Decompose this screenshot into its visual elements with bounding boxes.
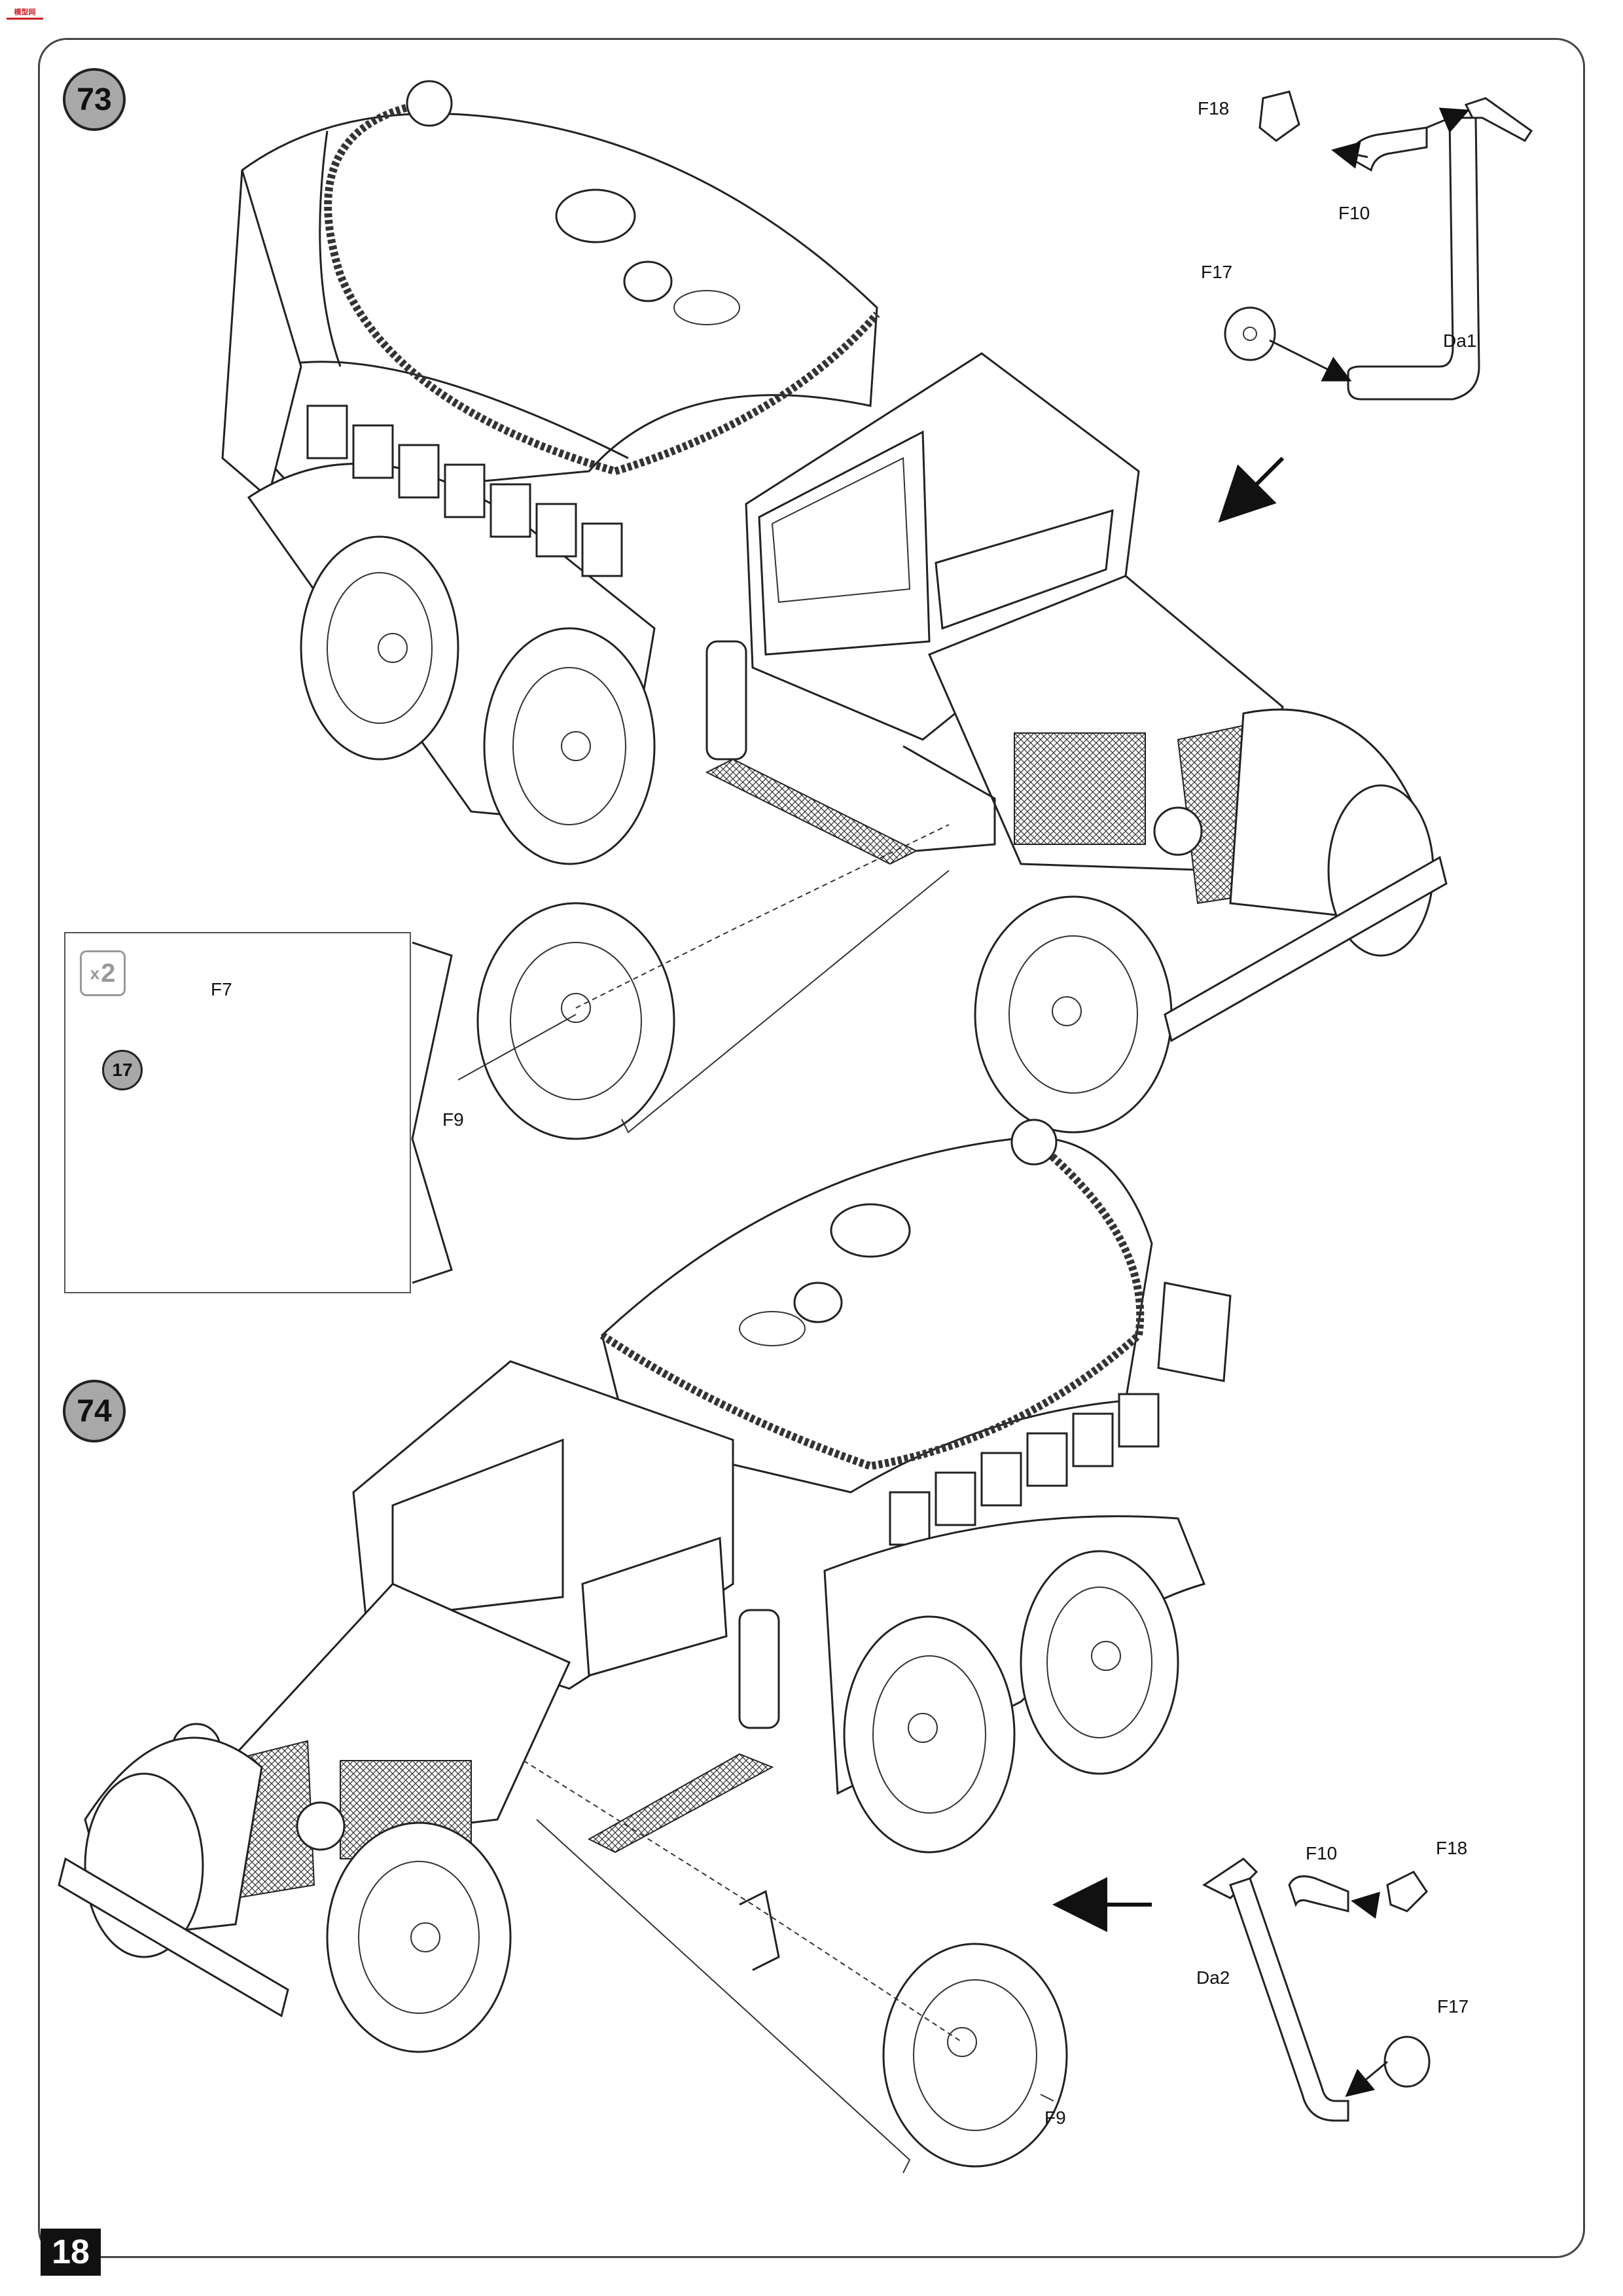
part-label-f18: F18 [1198, 98, 1230, 118]
part-label-f10: F10 [1306, 1843, 1338, 1863]
jerrycan-rack [306, 404, 623, 577]
arrow-icon [1218, 456, 1285, 523]
part-label-f18: F18 [1436, 1838, 1468, 1858]
truck-74 [58, 1119, 1232, 2174]
part-label-f10: F10 [1338, 203, 1370, 223]
part-label-f9: F9 [1044, 2108, 1066, 2128]
truck-73 [221, 80, 1448, 1140]
step-73-badge: 73 [63, 68, 126, 131]
part-label-f17: F17 [1437, 1996, 1469, 2017]
step-number: 74 [77, 1393, 112, 1429]
part-label-da1: Da1 [1443, 331, 1477, 351]
part-label-f9: F9 [442, 1109, 464, 1130]
parts-group-73 [1218, 90, 1533, 523]
parts-group-74 [1052, 1857, 1431, 2122]
part-label-da2: Da2 [1196, 1967, 1230, 1988]
page-frame [38, 38, 1585, 2258]
part-label-f17: F17 [1201, 262, 1233, 282]
publisher-logo: 模型网 [4, 4, 46, 24]
step-74-badge: 74 [63, 1380, 126, 1443]
jerrycan-rack [889, 1393, 1160, 1546]
svg-text:模型网: 模型网 [14, 7, 36, 16]
sub-step-badge: 17 [102, 1050, 143, 1090]
part-label-f7: F7 [211, 979, 232, 999]
step-number: 73 [77, 82, 112, 117]
page-number: 18 [41, 2229, 101, 2276]
